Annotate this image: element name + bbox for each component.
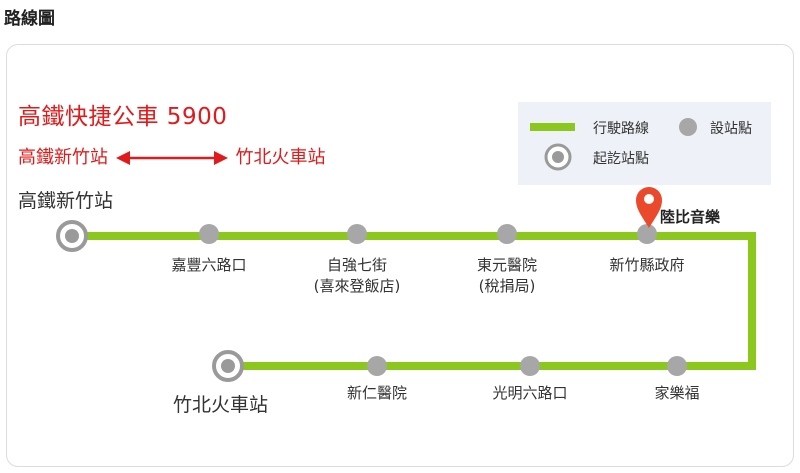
stop-marker	[520, 356, 540, 376]
stop-label: 東元醫院(稅捐局)	[476, 256, 537, 295]
stop-label: 光明六路口	[492, 384, 568, 402]
legend-line-label: 行駛路線	[593, 121, 649, 137]
legend-terminal-label: 起訖站點	[593, 151, 649, 167]
legend-stop-icon	[679, 118, 697, 136]
legend-stop-label: 設站點	[710, 121, 752, 137]
legend: 行駛路線 設站點 起訖站點	[518, 102, 771, 185]
route-from: 高鐵新竹站	[18, 147, 108, 168]
stop-label: 嘉豐六路口	[171, 256, 247, 274]
stop-label: 家樂福	[654, 384, 700, 402]
route-to: 竹北火車站	[235, 147, 326, 168]
stop-marker	[199, 224, 219, 244]
terminal-label-end: 竹北火車站	[173, 394, 269, 416]
route-line	[72, 232, 756, 370]
legend-line-swatch	[530, 123, 575, 131]
stop-marker	[347, 224, 367, 244]
location-pin-icon	[636, 187, 662, 228]
stop-marker	[637, 224, 657, 244]
terminal-icon-start	[56, 220, 88, 252]
terminal-icon-end	[212, 350, 244, 382]
stop-label: 新仁醫院	[346, 384, 407, 402]
stop-marker	[497, 224, 517, 244]
page-title: 路線圖	[4, 9, 55, 29]
stop-label: 自強七街(喜來登飯店)	[313, 256, 401, 295]
landmark-label: 陸比音樂	[660, 208, 721, 226]
stop-marker	[667, 356, 687, 376]
route-endpoints: 高鐵新竹站 竹北火車站	[18, 143, 325, 169]
legend-terminal-icon	[544, 143, 572, 171]
route-name: 高鐵快捷公車 5900	[18, 104, 228, 130]
bidirectional-arrow-icon	[115, 151, 228, 165]
terminal-label-start: 高鐵新竹站	[18, 190, 114, 212]
stop-label: 新竹縣政府	[609, 256, 685, 274]
stop-marker	[367, 356, 387, 376]
